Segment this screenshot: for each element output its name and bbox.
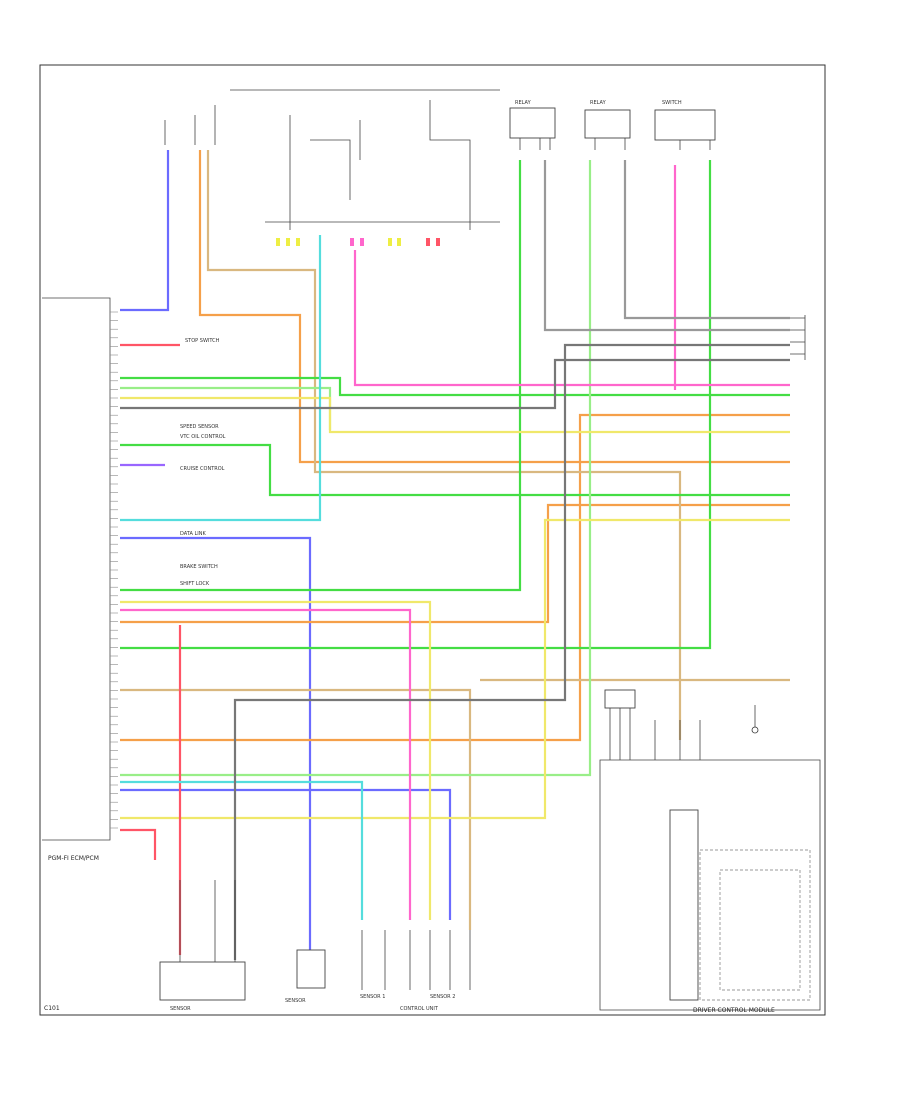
wire-green-1 bbox=[120, 376, 790, 397]
label-box-d2: SENSOR 2 bbox=[430, 994, 455, 1000]
wire-yellow-1 bbox=[120, 396, 790, 434]
right-connector-stubs bbox=[790, 315, 806, 360]
wire-gray-1 bbox=[120, 358, 790, 410]
wire-blue-3 bbox=[120, 788, 452, 920]
label-box-e: CONTROL UNIT bbox=[400, 1006, 439, 1012]
label-left-ref-2: SPEED SENSOR bbox=[180, 424, 219, 430]
diagram-frame bbox=[39, 64, 826, 1016]
wire-tan-1 bbox=[206, 150, 682, 740]
wire-red-3 bbox=[120, 828, 157, 860]
ecm-pin-rows bbox=[110, 311, 118, 829]
wire-green-2 bbox=[120, 443, 790, 497]
wire-group bbox=[120, 150, 790, 960]
wire-gray-2 bbox=[233, 343, 790, 960]
sensor-a-leads bbox=[179, 880, 236, 962]
wire-lightgreen-1 bbox=[120, 160, 592, 777]
wire-pink-1 bbox=[353, 250, 790, 387]
wire-gray-4 bbox=[623, 160, 790, 320]
ecm-module-outline bbox=[42, 297, 111, 841]
wire-cyan-2 bbox=[120, 780, 364, 920]
label-box-b: SENSOR bbox=[285, 998, 306, 1004]
sensor-leads-middle bbox=[361, 930, 471, 990]
sensor-box-b bbox=[296, 949, 326, 989]
caption-driver-control-module: DRIVER CONTROL MODULE bbox=[693, 1007, 775, 1014]
wire-orange-3 bbox=[120, 413, 790, 742]
sensor-box-a bbox=[159, 961, 246, 1001]
top-components bbox=[164, 89, 716, 246]
wire-blue-1 bbox=[120, 150, 170, 312]
diagram-labels: DRIVER CONTROL MODULE PGM-FI ECM/PCM C10… bbox=[44, 100, 775, 1014]
wire-green-3 bbox=[120, 160, 522, 592]
wire-orange-1 bbox=[198, 150, 790, 464]
label-bottom-left-connector: C101 bbox=[44, 1005, 60, 1012]
label-left-ref-4: CRUISE CONTROL bbox=[180, 466, 225, 472]
label-left-ref-7: SHIFT LOCK bbox=[180, 581, 210, 587]
wire-yellow-3 bbox=[120, 518, 790, 820]
label-top-box-1: RELAY bbox=[515, 100, 532, 106]
label-top-box-3: SWITCH bbox=[662, 100, 682, 106]
wire-blue-2 bbox=[120, 536, 312, 950]
label-top-box-2: RELAY bbox=[590, 100, 607, 106]
label-left-ref-6: BRAKE SWITCH bbox=[180, 564, 218, 570]
driver-control-module bbox=[599, 689, 821, 1011]
wire-gray-3 bbox=[543, 160, 790, 332]
label-left-ref-1: STOP SWITCH bbox=[185, 338, 220, 344]
label-left-ref-3: VTC OIL CONTROL bbox=[180, 434, 226, 440]
wire-tan-2 bbox=[120, 688, 472, 930]
wire-yellow-2 bbox=[120, 600, 432, 920]
wire-pink-2 bbox=[120, 608, 412, 920]
wire-green-4 bbox=[120, 160, 712, 650]
label-box-d1: SENSOR 1 bbox=[360, 994, 385, 1000]
label-ecm-module: PGM-FI ECM/PCM bbox=[48, 855, 99, 862]
wire-cyan-1 bbox=[120, 235, 322, 522]
label-box-a: SENSOR bbox=[170, 1006, 191, 1012]
wire-orange-2 bbox=[120, 503, 790, 624]
label-left-ref-5: DATA LINK bbox=[180, 531, 206, 537]
